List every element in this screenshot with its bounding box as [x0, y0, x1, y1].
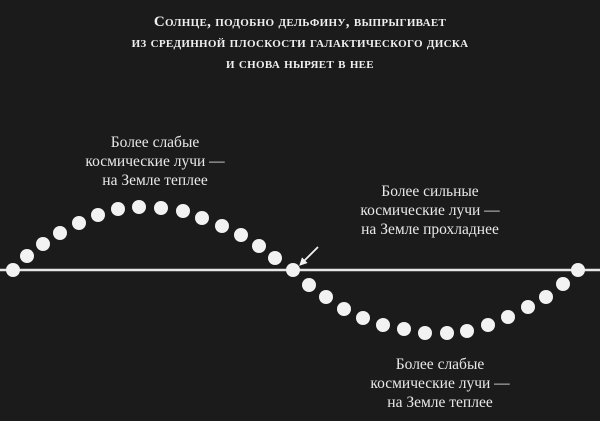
trajectory-dot — [319, 290, 333, 304]
label-line: космические лучи — — [360, 202, 500, 219]
trajectory-dot — [176, 204, 190, 218]
trajectory-dot — [286, 263, 300, 277]
label-line: космические лучи — — [85, 153, 225, 170]
trajectory-dot — [91, 208, 105, 222]
label-line: Более слабые — [110, 134, 200, 151]
title-line-3: и снова ныряет в нее — [226, 56, 374, 72]
label-line: космические лучи — — [370, 375, 510, 392]
label-line: на Земле прохладнее — [361, 221, 499, 238]
label-line: Более сильные — [381, 183, 479, 200]
trajectory-dot — [234, 228, 248, 242]
trajectory-dot — [397, 322, 411, 336]
trajectory-dot — [556, 277, 570, 291]
trajectory-dot — [154, 201, 168, 215]
trajectory-dot — [376, 318, 390, 332]
trajectory-dot — [6, 263, 20, 277]
trajectory-dot — [481, 318, 495, 332]
trajectory-dot — [501, 310, 515, 324]
title-line-1: Солнце, подобно дельфину, выпрыгивает — [153, 14, 447, 30]
arrow-icon — [299, 246, 319, 266]
trajectory-dot — [418, 326, 432, 340]
label-line: на Земле теплее — [102, 172, 208, 189]
trajectory-dot — [132, 200, 146, 214]
label-weaker-rays-bottom: Более слабые космические лучи — на Земле… — [355, 355, 525, 412]
label-line: на Земле теплее — [387, 394, 493, 411]
trajectory-dot — [571, 263, 585, 277]
trajectory-dot — [440, 326, 454, 340]
trajectory-dot — [111, 202, 125, 216]
trajectory-dot — [302, 278, 316, 292]
trajectory-dot — [53, 226, 67, 240]
trajectory-dot — [215, 219, 229, 233]
trajectory-dot — [460, 324, 474, 338]
trajectory-dot — [268, 251, 282, 265]
trajectory-dot — [36, 237, 50, 251]
trajectory-dot — [356, 311, 370, 325]
trajectory-dot — [195, 211, 209, 225]
trajectory-dot — [521, 300, 535, 314]
trajectory-dot — [539, 290, 553, 304]
label-weaker-rays-top: Более слабые космические лучи — на Земле… — [70, 133, 240, 190]
trajectory-dot — [337, 302, 351, 316]
trajectory-dot — [20, 249, 34, 263]
label-stronger-rays: Более сильные космические лучи — на Земл… — [330, 182, 530, 239]
title-line-2: из срединной плоскости галактического ди… — [131, 35, 469, 51]
sun-trajectory-dots — [6, 200, 585, 340]
diagram-title: Солнце, подобно дельфину, выпрыгивает из… — [0, 12, 600, 75]
trajectory-dot — [72, 216, 86, 230]
label-line: Более слабые — [395, 356, 485, 373]
trajectory-dot — [252, 239, 266, 253]
